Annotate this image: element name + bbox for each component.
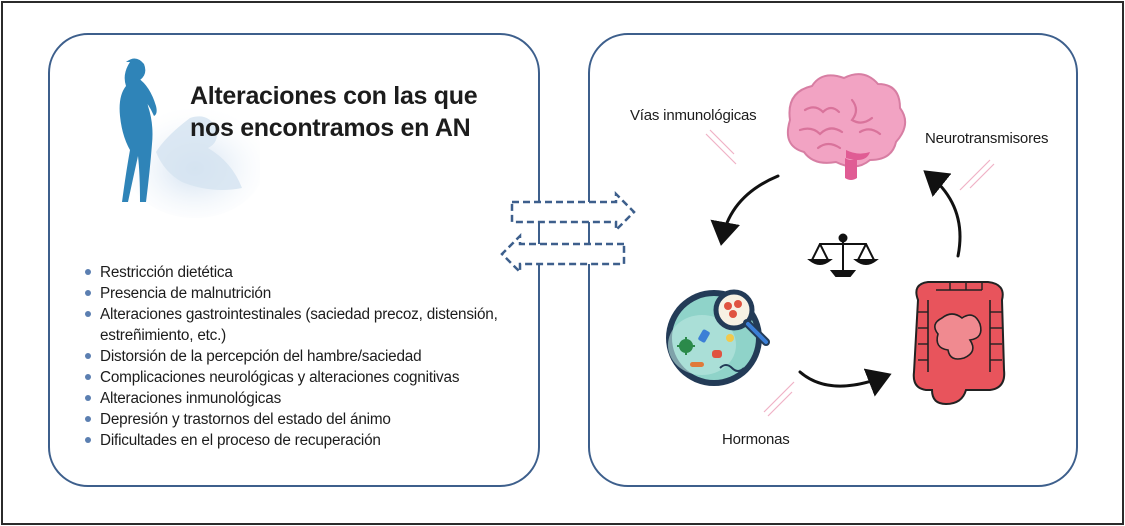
balance-scale-icon: [807, 233, 879, 277]
list-item: Restricción dietética: [78, 262, 523, 283]
microbiome-dish-icon: [666, 289, 770, 386]
list-item: Presencia de malnutrición: [78, 283, 523, 304]
label-neurotransmisores: Neurotransmisores: [925, 130, 1049, 147]
arrow-dish-to-intestine: [798, 368, 892, 397]
list-item: Alteraciones gastrointestinales (sacieda…: [78, 304, 523, 346]
label-vias-inmunologicas: Vías inmunológicas: [630, 107, 757, 124]
label-hormonas: Hormonas: [722, 431, 790, 448]
list-item: Complicaciones neurológicas y alteracion…: [78, 367, 523, 388]
title-line-2: nos encontramos en AN: [190, 114, 471, 142]
woman-figure-icon: [119, 58, 260, 218]
list-item: Dificultades en el proceso de recuperaci…: [78, 430, 523, 451]
brain-icon: [786, 73, 907, 180]
list-item: Depresión y trastornos del estado del án…: [78, 409, 523, 430]
list-item: Distorsión de la percepción del hambre/s…: [78, 346, 523, 367]
arrow-brain-to-dish: [710, 174, 780, 246]
diagram-title: Alteraciones con las que nos encontramos…: [190, 80, 510, 144]
intestine-icon: [912, 281, 1006, 406]
list-item: Alteraciones inmunológicas: [78, 388, 523, 409]
hatch-decorations: [705, 129, 995, 417]
bidirectional-arrows-icon: [500, 190, 636, 276]
title-line-1: Alteraciones con las que: [190, 82, 478, 110]
alterations-list: Restricción dietética Presencia de malnu…: [78, 262, 523, 451]
arrow-intestine-to-brain: [923, 170, 962, 258]
